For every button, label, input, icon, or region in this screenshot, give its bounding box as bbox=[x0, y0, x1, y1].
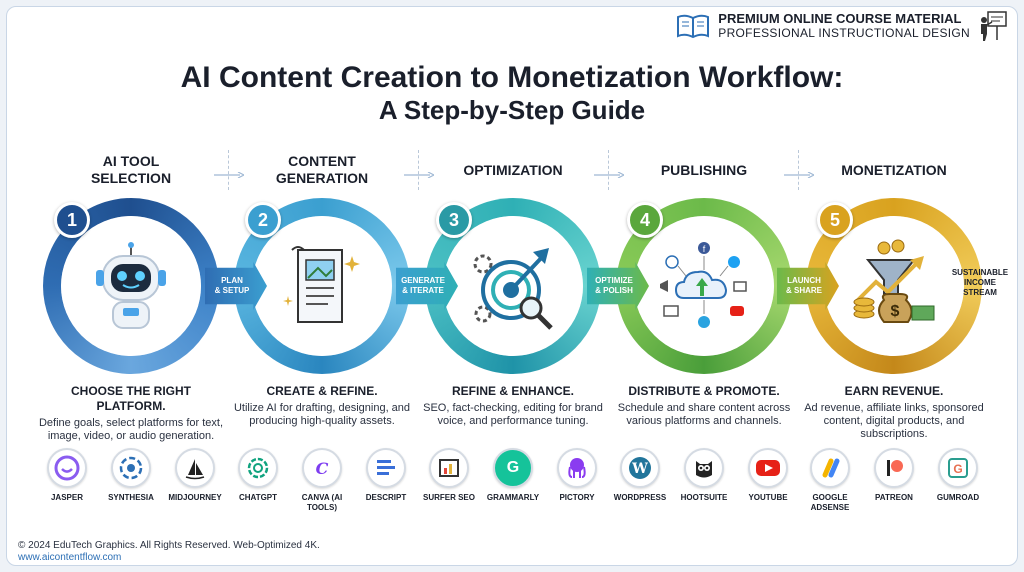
jasper-icon bbox=[47, 448, 87, 488]
connector-plan-setup: PLAN& SETUP bbox=[205, 262, 267, 310]
book-icon bbox=[677, 14, 710, 39]
divider bbox=[418, 150, 419, 190]
hootsuite-icon bbox=[684, 448, 724, 488]
step-3-heading: OPTIMIZATION bbox=[463, 161, 563, 178]
presenter-icon bbox=[981, 11, 1007, 41]
svg-text:W: W bbox=[631, 461, 648, 477]
step-4-badge: 4 bbox=[627, 202, 663, 238]
brand-header: PREMIUM ONLINE COURSE MATERIAL PROFESSIO… bbox=[676, 10, 1008, 42]
step-2-badge: 2 bbox=[245, 202, 281, 238]
connector-optimize-polish: OPTIMIZE& POLISH bbox=[587, 262, 649, 310]
step-4-description: DISTRIBUTE & PROMOTE. Schedule and share… bbox=[617, 384, 791, 427]
chatgpt-icon bbox=[238, 448, 278, 488]
tool-youtube[interactable]: YOUTUBE bbox=[740, 448, 796, 503]
tool-surfer-seo[interactable]: SURFER SEO bbox=[421, 448, 477, 503]
step-5-heading: MONETIZATION bbox=[841, 161, 947, 178]
tool-jasper[interactable]: JASPER bbox=[39, 448, 95, 503]
descript-icon bbox=[366, 448, 406, 488]
tool-pictory[interactable]: PICTORY bbox=[549, 448, 605, 503]
tool-chatgpt[interactable]: CHATGPT bbox=[230, 448, 286, 513]
step-2-description: CREATE & REFINE. Utilize AI for drafting… bbox=[233, 384, 411, 427]
surfer-icon bbox=[429, 448, 469, 488]
brand-line-2: PROFESSIONAL INSTRUCTIONAL DESIGN bbox=[718, 26, 970, 40]
tool-hootsuite[interactable]: HOOTSUITE bbox=[676, 448, 732, 503]
step-3-badge: 3 bbox=[436, 202, 472, 238]
cloud-share-icon: f bbox=[660, 242, 747, 328]
step-3-tools: SURFER SEO G GRAMMARLY PICTORY bbox=[418, 448, 608, 503]
small-arrow-icon bbox=[404, 172, 434, 178]
step-3-description: REFINE & ENHANCE. SEO, fact-checking, ed… bbox=[423, 384, 603, 427]
tool-descript[interactable]: DESCRIPT bbox=[358, 448, 414, 513]
brand-line-1: PREMIUM ONLINE COURSE MATERIAL bbox=[718, 11, 962, 26]
canva-icon: C bbox=[302, 448, 342, 488]
step-5-tools: GOOGLE ADSENSE PATREON G GUMROAD bbox=[799, 448, 989, 513]
divider bbox=[608, 150, 609, 190]
footer-url[interactable]: www.aicontentflow.com bbox=[18, 552, 122, 563]
page-subtitle: A Step-by-Step Guide bbox=[378, 95, 646, 125]
step-1-badge: 1 bbox=[54, 202, 90, 238]
midjourney-icon bbox=[175, 448, 215, 488]
pictory-icon bbox=[557, 448, 597, 488]
money-funnel-icon: $ bbox=[853, 239, 935, 323]
gumroad-icon: G bbox=[938, 448, 978, 488]
grammarly-icon: G bbox=[493, 448, 533, 488]
svg-text:G: G bbox=[953, 462, 962, 476]
step-5-ring: $ bbox=[806, 198, 982, 374]
step-2-tools: CHATGPT C CANVA (AI TOOLS) DESCRIPT bbox=[227, 448, 417, 513]
robot-icon bbox=[96, 242, 166, 329]
svg-text:f: f bbox=[703, 244, 706, 254]
svg-text:$: $ bbox=[891, 303, 900, 320]
tool-gumroad[interactable]: G GUMROAD bbox=[930, 448, 986, 513]
tool-midjourney[interactable]: MIDJOURNEY bbox=[167, 448, 223, 503]
footer: © 2024 EduTech Graphics. All Rights Rese… bbox=[18, 540, 320, 564]
step-4-tools: W WORDPRESS HOOTSUITE YOUTUBE bbox=[609, 448, 799, 503]
youtube-icon bbox=[748, 448, 788, 488]
step-1-description: CHOOSE THE RIGHT PLATFORM. Define goals,… bbox=[38, 384, 224, 442]
step-2-ring bbox=[234, 198, 410, 374]
small-arrow-icon bbox=[214, 172, 244, 178]
synthesia-icon bbox=[111, 448, 151, 488]
page-title: AI Content Creation to Monetization Work… bbox=[180, 61, 844, 94]
copyright-text: © 2024 EduTech Graphics. All Rights Rese… bbox=[18, 540, 320, 551]
tool-synthesia[interactable]: SYNTHESIA bbox=[103, 448, 159, 503]
connector-launch-share: LAUNCH& SHARE bbox=[777, 262, 839, 310]
tool-patreon[interactable]: PATREON bbox=[866, 448, 922, 513]
small-arrow-icon bbox=[784, 172, 814, 178]
step-5-badge: 5 bbox=[817, 202, 853, 238]
divider bbox=[798, 150, 799, 190]
tool-canva[interactable]: C CANVA (AI TOOLS) bbox=[294, 448, 350, 513]
patreon-icon bbox=[874, 448, 914, 488]
tool-grammarly[interactable]: G GRAMMARLY bbox=[485, 448, 541, 503]
step-1-tools: JASPER SYNTHESIA MIDJOURNEY bbox=[36, 448, 226, 503]
tool-google-adsense[interactable]: GOOGLE ADSENSE bbox=[802, 448, 858, 513]
small-arrow-icon bbox=[594, 172, 624, 178]
document-icon bbox=[283, 246, 360, 323]
wordpress-icon: W bbox=[620, 448, 660, 488]
connector-generate-iterate: GENERATE& ITERATE bbox=[396, 262, 458, 310]
adsense-icon bbox=[810, 448, 850, 488]
target-icon bbox=[473, 248, 553, 330]
step-4-heading: PUBLISHING bbox=[660, 161, 748, 178]
divider bbox=[228, 150, 229, 190]
step-5-description: EARN REVENUE. Ad revenue, affiliate link… bbox=[804, 384, 984, 440]
tool-wordpress[interactable]: W WORDPRESS bbox=[612, 448, 668, 503]
